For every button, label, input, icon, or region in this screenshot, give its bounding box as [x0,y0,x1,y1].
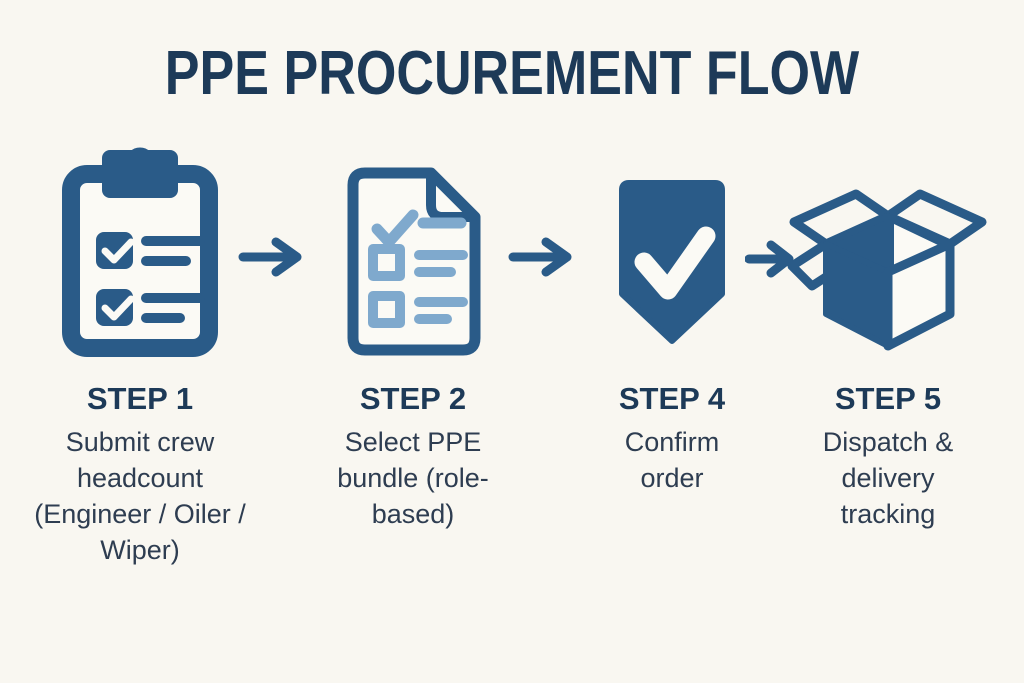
clipboard-checklist-icon [18,145,262,358]
clipboard-checklist-icon-svg [62,147,218,357]
step-2-column: STEP 2 Select PPE bundle (role-based) [318,145,508,532]
step-4-column: STEP 4 Confirm order [592,145,752,496]
step-2-label: STEP 2 [359,381,467,416]
flow-arrow-icon [744,237,799,286]
step-1-label: STEP 1 [86,381,194,416]
step-5-label: STEP 5 [834,381,942,416]
step-5-column: STEP 5 Dispatch & delivery tracking [787,145,987,532]
step-1-description: Submit crew headcount (Engineer / Oiler … [34,427,246,566]
step-4-description: Confirm order [624,427,720,494]
shield-check-icon-svg [619,180,725,344]
open-box-icon-svg [787,189,987,351]
shield-check-icon [592,145,752,358]
document-checklist-icon [318,145,508,358]
step-1-column: STEP 1 Submit crew headcount (Engineer /… [18,145,262,568]
flow-arrow-icon [238,235,308,284]
step-4-label: STEP 4 [618,381,726,416]
open-box-icon [787,145,987,358]
flow-title: PPE PROCUREMENT FLOW [164,39,860,108]
document-checklist-icon-svg [347,167,481,356]
flow-arrow-icon [508,235,578,284]
step-5-description: Dispatch & delivery tracking [822,427,954,530]
step-2-description: Select PPE bundle (role-based) [337,427,489,530]
